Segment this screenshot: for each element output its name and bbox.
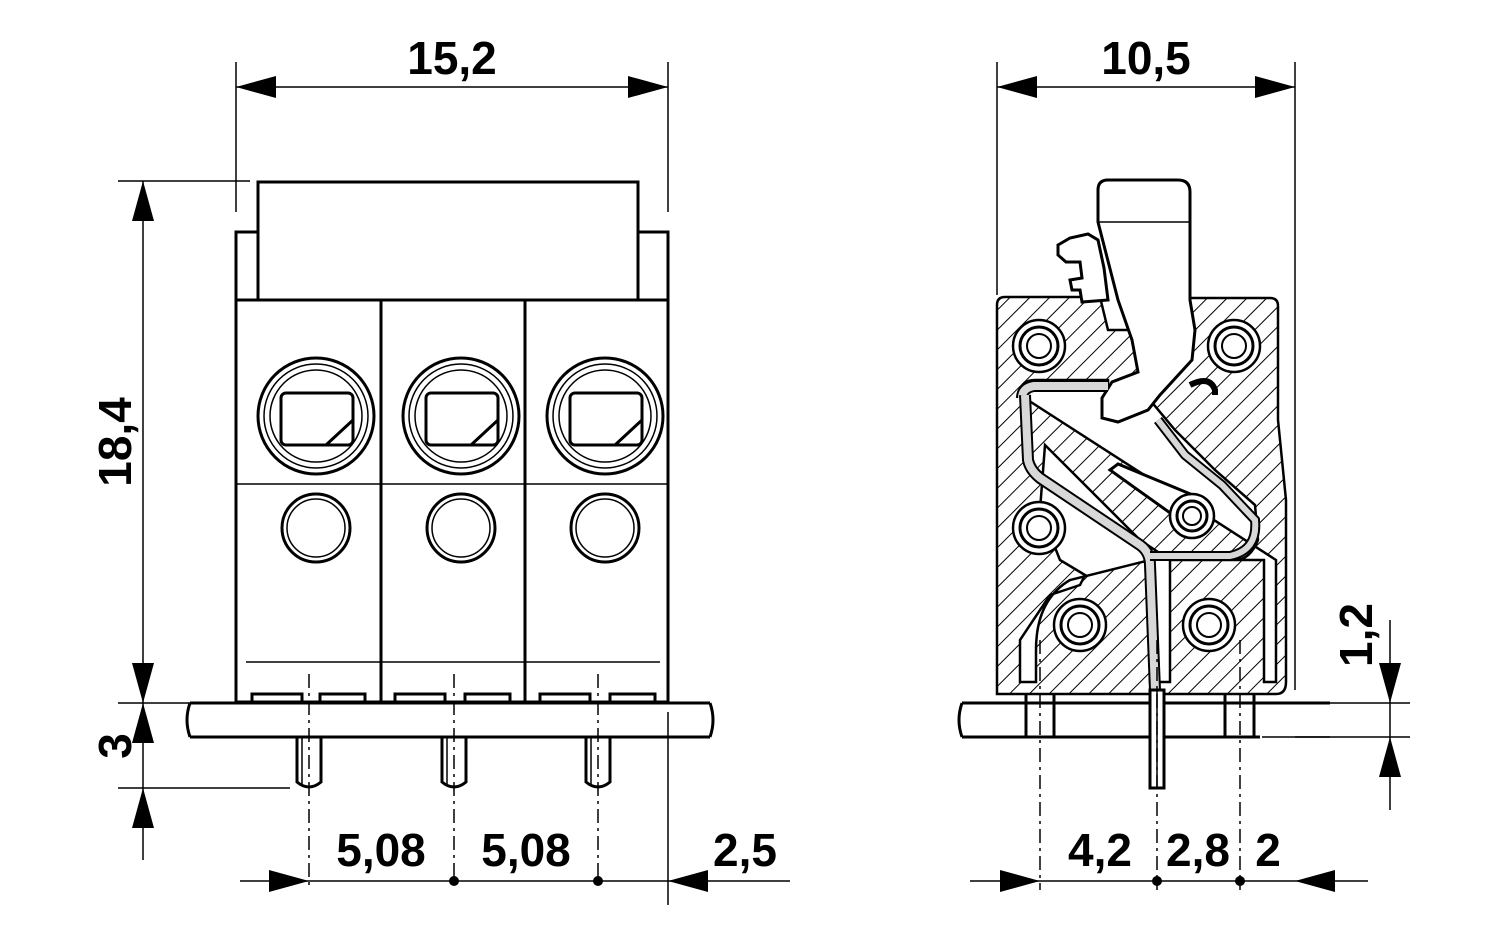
spring-contact bbox=[1021, 394, 1159, 691]
test-hole-2 bbox=[425, 492, 497, 564]
front-view: 15,2 18,4 3 bbox=[89, 32, 790, 905]
front-pitch-2-label: 5,08 bbox=[481, 824, 571, 876]
front-pitch-dimension: 5,08 5,08 2,5 bbox=[240, 824, 790, 892]
side-pin-dim-2-label: 2,8 bbox=[1166, 824, 1230, 876]
pole-3 bbox=[545, 356, 665, 564]
front-pcb bbox=[185, 701, 715, 739]
front-pin-length-dimension: 3 bbox=[89, 703, 290, 860]
release-hook bbox=[1056, 232, 1110, 304]
side-pin-dimension: 4,2 2,8 2 bbox=[970, 824, 1368, 892]
lever-housing-front bbox=[256, 180, 640, 302]
pole-2 bbox=[401, 356, 521, 564]
side-view: 10,5 bbox=[957, 32, 1410, 892]
side-width-label: 10,5 bbox=[1101, 32, 1191, 84]
side-pin-dim-3-label: 2 bbox=[1255, 824, 1281, 876]
actuation-lever bbox=[1096, 178, 1197, 424]
test-hole-3 bbox=[569, 492, 641, 564]
front-width-label: 15,2 bbox=[407, 32, 497, 84]
test-hole-1 bbox=[280, 492, 352, 564]
front-height-dimension: 18,4 bbox=[89, 180, 250, 704]
front-edge-label: 2,5 bbox=[713, 824, 777, 876]
side-pcb bbox=[957, 701, 1330, 739]
front-height-label: 18,4 bbox=[89, 397, 141, 487]
front-pin-length-label: 3 bbox=[89, 733, 141, 759]
side-pin-dim-1-label: 4,2 bbox=[1068, 824, 1132, 876]
front-pitch-1-label: 5,08 bbox=[336, 824, 426, 876]
pole-1 bbox=[256, 356, 376, 564]
front-width-dimension: 15,2 bbox=[235, 32, 669, 212]
board-thickness-label: 1,2 bbox=[1330, 603, 1382, 667]
side-rivets bbox=[1011, 318, 1262, 653]
side-width-dimension: 10,5 bbox=[996, 32, 1296, 690]
board-thickness-dimension: 1,2 bbox=[1295, 603, 1410, 810]
